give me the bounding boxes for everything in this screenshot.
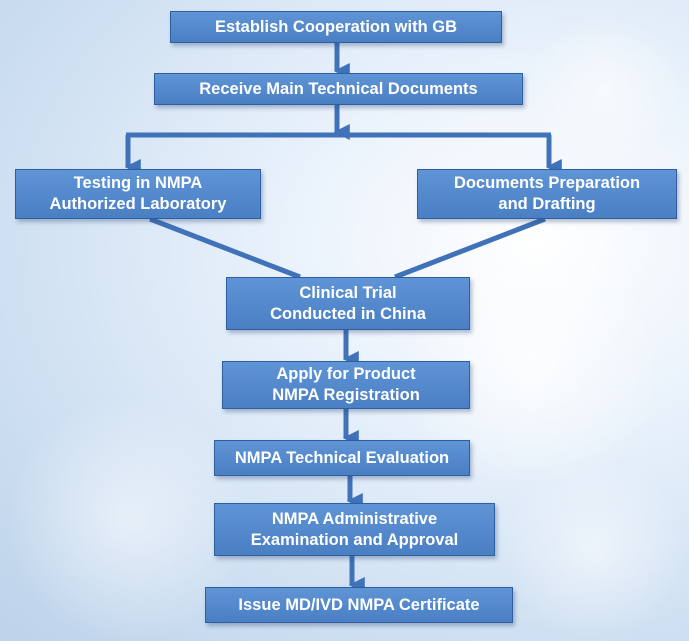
- merge-connector: [394, 216, 546, 280]
- step-testing-laboratory: Testing in NMPA Authorized Laboratory: [15, 169, 261, 219]
- step-clinical-trial: Clinical Trial Conducted in China: [226, 277, 470, 330]
- step-receive-documents: Receive Main Technical Documents: [154, 73, 523, 105]
- step-issue-certificate: Issue MD/IVD NMPA Certificate: [205, 587, 513, 623]
- step-technical-evaluation: NMPA Technical Evaluation: [214, 440, 470, 476]
- step-establish-cooperation: Establish Cooperation with GB: [170, 11, 502, 43]
- merge-connector: [149, 216, 301, 280]
- step-apply-registration: Apply for Product NMPA Registration: [222, 361, 470, 409]
- step-documents-preparation: Documents Preparation and Drafting: [417, 169, 677, 219]
- step-administrative-approval: NMPA Administrative Examination and Appr…: [214, 503, 495, 556]
